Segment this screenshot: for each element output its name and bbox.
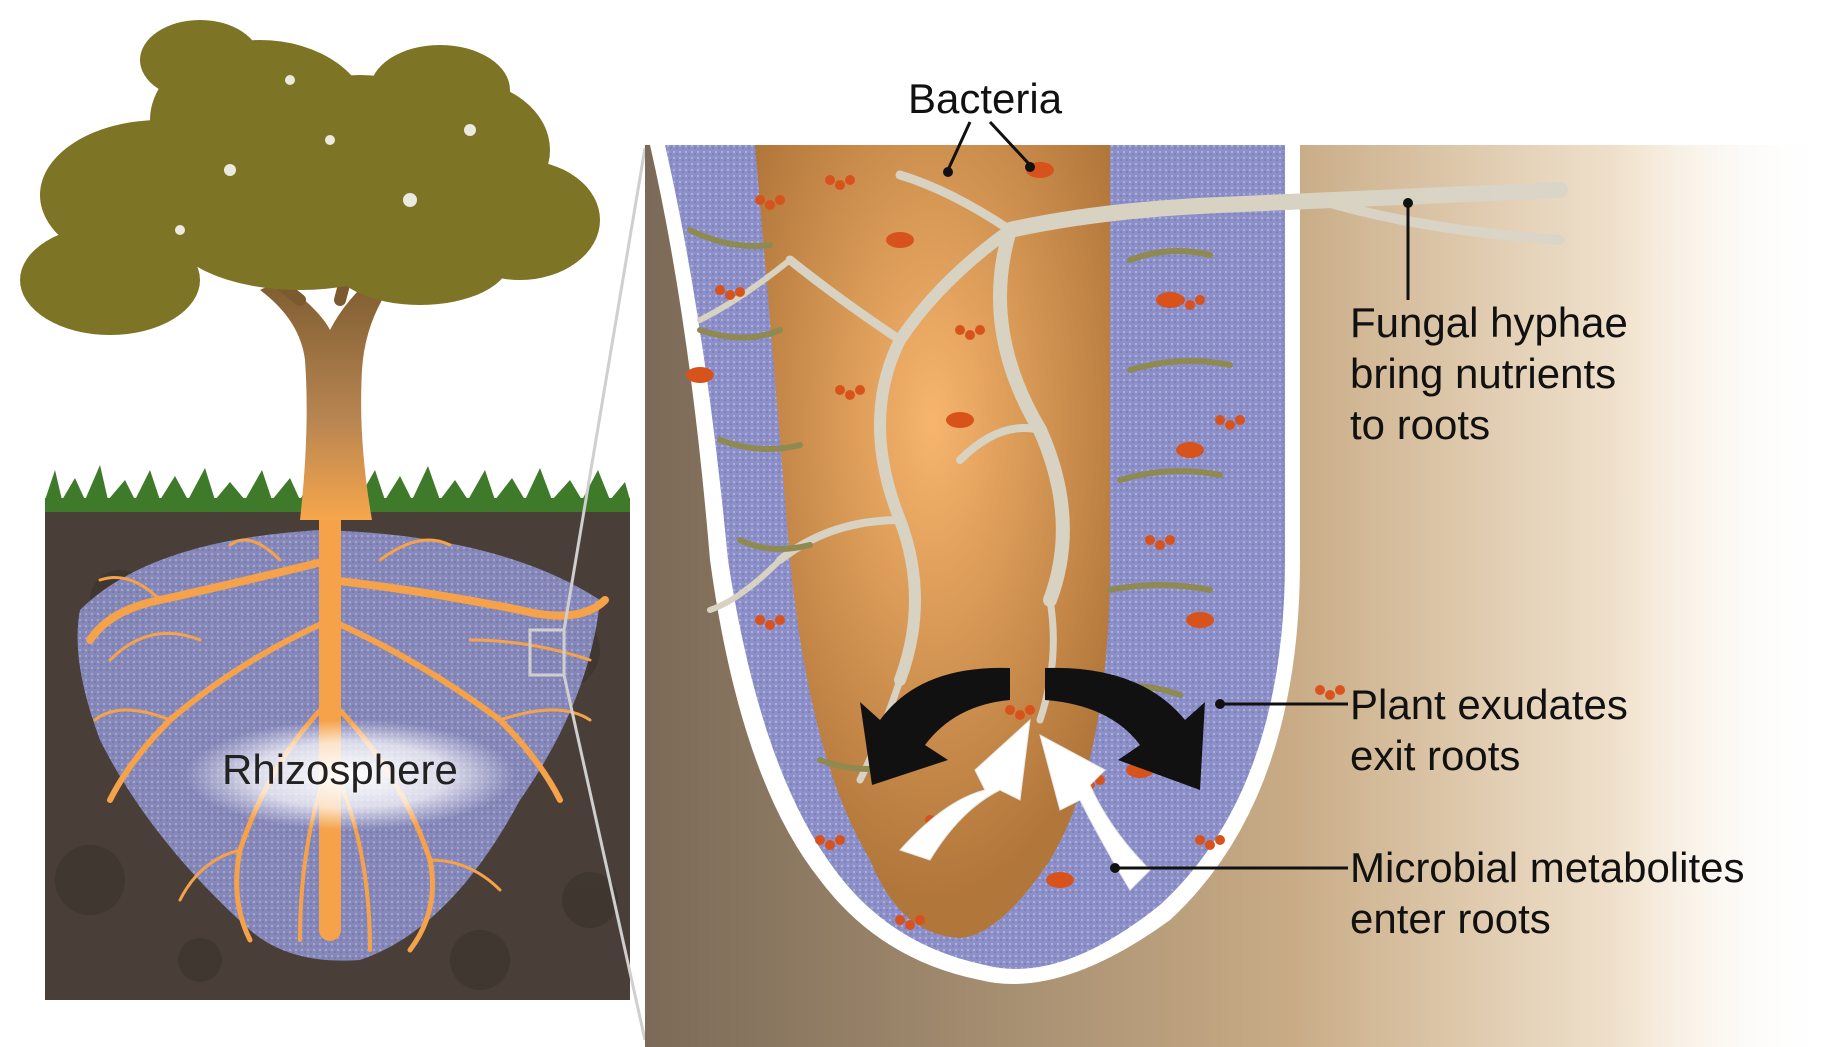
label-rhizosphere: Rhizosphere <box>222 746 458 794</box>
label-bacteria: Bacteria <box>908 74 1062 124</box>
label-exudates-line1: Plant exudates <box>1350 680 1628 730</box>
label-metabolites-line1: Microbial metabolites <box>1350 843 1745 893</box>
label-exudates-line2: exit roots <box>1350 731 1520 781</box>
tree-illustration <box>20 20 645 1040</box>
label-fungal-line3: to roots <box>1350 400 1490 450</box>
tree-canopy <box>20 20 600 335</box>
label-metabolites-line2: enter roots <box>1350 894 1551 944</box>
label-fungal-line2: bring nutrients <box>1350 349 1616 399</box>
label-fungal-line1: Fungal hyphae <box>1350 298 1628 348</box>
root-closeup <box>645 145 1827 1047</box>
